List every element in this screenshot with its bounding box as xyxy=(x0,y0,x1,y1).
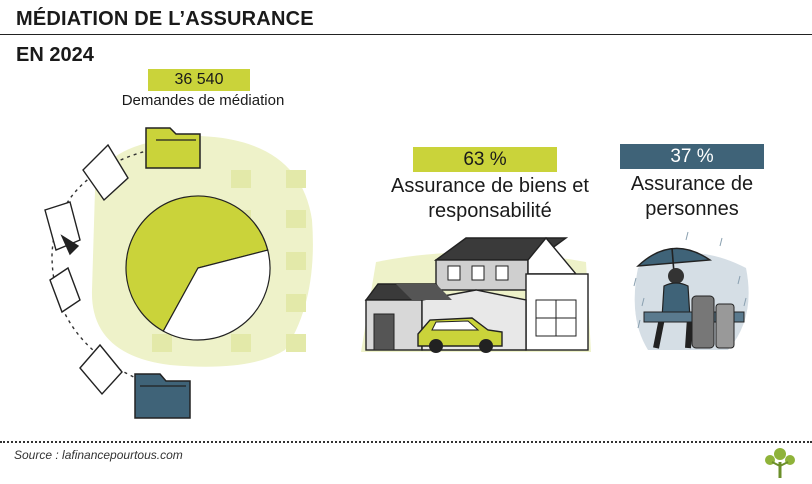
goods-percent-badge: 63 % xyxy=(413,147,557,172)
folder-icon xyxy=(145,127,201,169)
pie-slice-persons xyxy=(162,249,271,341)
pie-chart xyxy=(125,195,271,341)
title-divider xyxy=(0,34,812,35)
total-requests-label: Demandes de médiation xyxy=(121,92,285,109)
total-requests-badge: 36 540 xyxy=(148,69,250,91)
car-icon xyxy=(417,317,503,353)
persons-label-line2: personnes xyxy=(645,198,739,220)
persons-percent-badge: 37 % xyxy=(620,144,764,169)
umbrella-person-icon xyxy=(636,247,745,349)
folder-icon xyxy=(134,373,191,419)
pie-slice-goods xyxy=(125,195,269,332)
goods-label-line2: responsabilité xyxy=(428,200,552,222)
house-illustration xyxy=(361,236,591,353)
goods-label: Assurance de biens et responsabilité xyxy=(370,174,610,224)
persons-label: Assurance de personnes xyxy=(600,172,784,222)
page-title: MÉDIATION DE L’ASSURANCE xyxy=(16,8,314,30)
house-icon xyxy=(364,236,589,351)
tree-logo-icon xyxy=(765,448,795,478)
source-text: Source : lafinancepourtous.com xyxy=(14,448,183,462)
persons-illustration xyxy=(633,231,749,350)
footer-divider xyxy=(0,441,812,443)
persons-label-line1: Assurance de xyxy=(630,173,754,195)
flow-arc xyxy=(51,149,151,381)
goods-label-line1: Assurance de biens et xyxy=(391,175,589,197)
document-icon xyxy=(44,143,129,396)
page-subtitle: EN 2024 xyxy=(16,44,94,66)
